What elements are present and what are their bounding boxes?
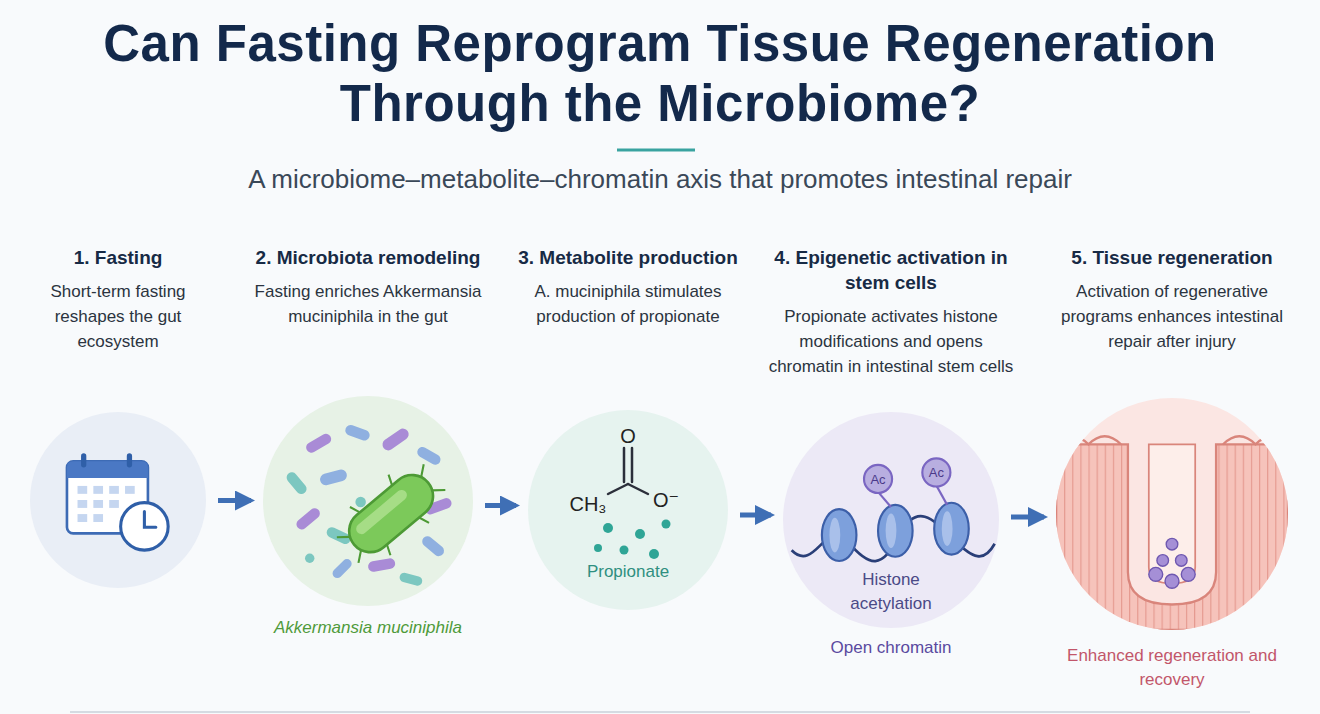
step-label: Histone acetylation bbox=[831, 568, 951, 616]
step-heading: 1. Fasting bbox=[18, 245, 218, 270]
flow-arrow bbox=[485, 503, 516, 508]
flow-arrow bbox=[218, 498, 251, 503]
diagram-label: O bbox=[620, 425, 636, 448]
diagram-title: Can Fasting Reprogram Tissue Regeneratio… bbox=[40, 14, 1280, 134]
step-description: Fasting enriches Akkermansia muciniphila… bbox=[248, 279, 488, 329]
calendar-illustration bbox=[30, 412, 206, 588]
step-circle: 4. Epigenetic activation in stem cellsPr… bbox=[783, 412, 999, 628]
intestinal-crypt-illustration bbox=[1056, 398, 1288, 630]
step-description: Short-term fasting reshapes the gut ecos… bbox=[18, 279, 218, 354]
title-rule bbox=[617, 149, 695, 152]
flow-arrow bbox=[1011, 515, 1044, 520]
step-description: Activation of regenerative programs enha… bbox=[1053, 279, 1291, 354]
step-label: Propionate bbox=[563, 560, 693, 584]
step-circle: 1. FastingShort-term fasting reshapes th… bbox=[30, 412, 206, 588]
step-circle: 5. Tissue regenerationActivation of rege… bbox=[1056, 398, 1288, 630]
diagram-label: Ac bbox=[870, 471, 885, 486]
step-circle: 2. Microbiota remodelingFasting enriches… bbox=[263, 396, 473, 606]
step-description: A. muciniphila stimulates production of … bbox=[508, 279, 748, 329]
step-heading: 4. Epigenetic activation in stem cells bbox=[769, 245, 1014, 295]
step-text: 3. Metabolite production A. muciniphila s… bbox=[508, 245, 748, 329]
step-text: 2. Microbiota remodelingFasting enriches… bbox=[248, 245, 488, 329]
step-heading: 5. Tissue regeneration bbox=[1053, 245, 1291, 270]
bacteria-illustration bbox=[263, 396, 473, 606]
step-circle: 3. Metabolite productionA. muciniphila s… bbox=[528, 410, 728, 610]
bottom-rule bbox=[70, 711, 1250, 713]
diagram-label: Ac bbox=[929, 465, 944, 480]
step-label: Enhanced regeneration and recovery bbox=[1057, 644, 1287, 692]
step-text: 5. Tissue regenerationActivation of rege… bbox=[1053, 245, 1291, 354]
diagram-label: O⁻ bbox=[653, 488, 679, 512]
step-label: Open chromatin bbox=[781, 636, 1001, 660]
flow-arrow bbox=[740, 513, 771, 518]
step-text: 1. FastingShort-term fasting reshapes th… bbox=[18, 245, 218, 354]
step-label: Akkermansia muciniphila bbox=[263, 616, 473, 640]
diagram-subtitle: A microbiome–metabolite–chromatin axis t… bbox=[40, 164, 1280, 195]
step-description: Propionate activates histone modificatio… bbox=[769, 304, 1014, 379]
step-text: 4. Epigenetic activation in stem cellsPr… bbox=[769, 245, 1014, 379]
step-heading: 2. Microbiota remodeling bbox=[248, 245, 488, 270]
diagram-label: CH₃ bbox=[569, 493, 606, 516]
step-heading: 3. Metabolite production bbox=[508, 245, 748, 270]
